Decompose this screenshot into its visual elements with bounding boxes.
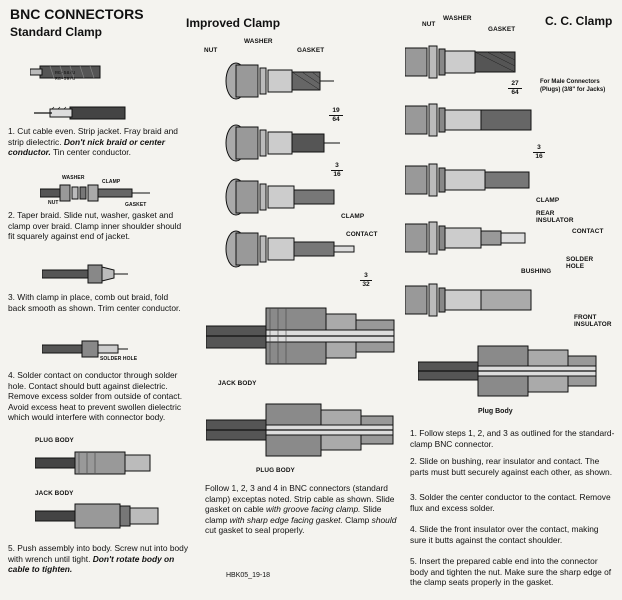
standard-step3-figure — [42, 264, 128, 284]
improved-label-plug-body: PLUG BODY — [256, 467, 295, 474]
standard-cable-figure-1 — [30, 65, 101, 79]
cc-step-4: 4. Slide the front insulator over the co… — [410, 524, 599, 545]
improved-label-gasket: GASKET — [297, 47, 325, 54]
standard-label-jack-body: JACK BODY — [35, 490, 74, 497]
improved-instructions: Follow 1, 2, 3 and 4 in BNC connectors (… — [205, 483, 397, 536]
standard-label-solder-hole: SOLDER HOLE — [100, 356, 138, 362]
cable-label-rg59: RG-59/U — [55, 77, 76, 82]
cable-label-rg58: RG-58/U — [55, 71, 76, 76]
improved-jack-body-section — [206, 307, 395, 365]
cc-label-front-insulator: FRONT INSULATOR — [574, 314, 612, 328]
improved-plug-body-section — [206, 403, 394, 457]
improved-label-washer: WASHER — [244, 38, 273, 45]
cc-figure-1 — [405, 45, 516, 79]
standard-label-gasket: GASKET — [125, 202, 147, 208]
figure-code: HBK05_19-18 — [226, 572, 270, 579]
standard-step-2: 2. Taper braid. Slide nut, washer, gaske… — [8, 210, 182, 242]
standard-clamp-heading: Standard Clamp — [10, 25, 103, 39]
cc-label-washer: WASHER — [443, 15, 472, 22]
standard-step4-figure — [42, 340, 128, 358]
improved-label-nut: NUT — [204, 47, 218, 54]
standard-step-1: 1. Cut cable even. Strip jacket. Fray br… — [8, 126, 178, 158]
improved-label-contact: CONTACT — [346, 231, 378, 238]
cc-step-2: 2. Slide on bushing, rear insulator and … — [410, 456, 613, 477]
cc-label-contact: CONTACT — [572, 228, 604, 235]
cc-clamp-heading: C. C. Clamp — [545, 14, 613, 28]
cc-figure-2 — [405, 103, 532, 137]
standard-cable-figure-2 — [34, 106, 126, 120]
improved-clamp-heading: Improved Clamp — [186, 16, 281, 30]
cc-label-nut: NUT — [422, 21, 436, 28]
cc-step-1: 1. Follow steps 1, 2, and 3 as outlined … — [410, 428, 615, 449]
standard-step-4: 4. Solder contact on conductor through s… — [8, 370, 183, 423]
cc-label-gasket: GASKET — [488, 26, 516, 33]
standard-label-plug-body: PLUG BODY — [35, 437, 74, 444]
standard-label-clamp: CLAMP — [102, 179, 121, 185]
improved-figure-1 — [225, 62, 334, 100]
standard-step-3: 3. With clamp in place, comb out braid, … — [8, 292, 181, 313]
cc-label-clamp: CLAMP — [536, 197, 560, 204]
cc-figure-5 — [405, 283, 532, 317]
cc-figure-3 — [405, 163, 530, 197]
page-title: BNC CONNECTORS — [10, 6, 144, 22]
improved-figure-4 — [225, 230, 355, 268]
cc-label-solder-hole: SOLDER HOLE — [566, 256, 594, 270]
improved-label-clamp: CLAMP — [341, 213, 365, 220]
cc-label-bushing: BUSHING — [521, 268, 552, 275]
standard-label-nut: NUT — [48, 200, 59, 206]
cc-step-5: 5. Insert the prepared cable end into th… — [410, 556, 612, 588]
standard-step2-figure — [40, 184, 150, 202]
improved-figure-2 — [225, 124, 340, 162]
cc-label-plug-body: Plug Body — [478, 408, 513, 415]
standard-step-5: 5. Push assembly into body. Screw nut in… — [8, 543, 189, 575]
cc-label-rear-insulator: REAR INSULATOR — [536, 210, 574, 224]
improved-figure-3 — [225, 178, 335, 216]
standard-jack-body-figure — [35, 503, 159, 529]
cc-note: For Male Connectors (Plugs) (3/8" for Ja… — [540, 79, 606, 93]
improved-label-jack-body: JACK BODY — [218, 380, 257, 387]
standard-plug-body-figure — [35, 451, 151, 475]
cc-figure-4 — [405, 221, 526, 255]
cc-step-3: 3. Solder the center conductor to the co… — [410, 492, 611, 513]
cc-plug-body-section — [418, 345, 597, 397]
standard-label-washer: WASHER — [62, 175, 85, 181]
